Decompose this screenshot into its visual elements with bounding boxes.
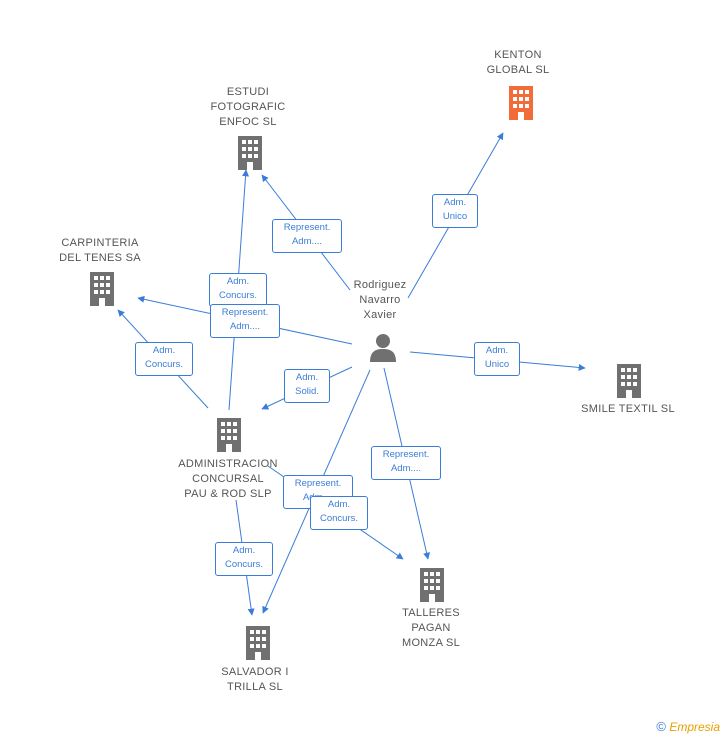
edge-label-talleres-adm-concurs[interactable]: Adm. Concurs. (310, 496, 368, 530)
edge-label-carpinteria-represent[interactable]: Represent. Adm.... (210, 304, 280, 338)
smile-label[interactable]: SMILE TEXTIL SL (581, 403, 675, 415)
edge-label-kenton-adm-unico[interactable]: Adm. Unico (432, 194, 478, 228)
salvador-label[interactable]: SALVADOR I TRILLA SL (221, 666, 289, 693)
brand-name: Empresia (669, 720, 720, 734)
kenton-label[interactable]: KENTON GLOBAL SL (486, 49, 550, 76)
talleres-building-icon[interactable] (416, 566, 448, 602)
brand-watermark: © Empresia (656, 719, 720, 734)
administracion-building-icon[interactable] (213, 416, 245, 452)
estudi-building-icon[interactable] (234, 134, 266, 170)
edge-label-estudi-represent[interactable]: Represent. Adm.... (272, 219, 342, 253)
kenton-building-icon[interactable] (505, 84, 537, 120)
smile-building-icon[interactable] (613, 362, 645, 398)
estudi-label[interactable]: ESTUDI FOTOGRAFIC ENFOC SL (210, 86, 286, 128)
carpinteria-building-icon[interactable] (86, 270, 118, 306)
edge-label-carpinteria-adm-concurs[interactable]: Adm. Concurs. (135, 342, 193, 376)
edge-label-talleres-represent[interactable]: Represent. Adm.... (371, 446, 441, 480)
salvador-building-icon[interactable] (242, 624, 274, 660)
copyright-symbol: © (656, 719, 666, 734)
center-name: Rodriguez Navarro Xavier (353, 279, 407, 321)
talleres-label[interactable]: TALLERES PAGAN MONZA SL (401, 607, 461, 649)
edge-label-salvador-adm-concurs[interactable]: Adm. Concurs. (215, 542, 273, 576)
edge-label-admin-adm-solid[interactable]: Adm. Solid. (284, 369, 330, 403)
person-icon[interactable] (368, 332, 398, 362)
edge-label-smile-adm-unico[interactable]: Adm. Unico (474, 342, 520, 376)
carpinteria-label[interactable]: CARPINTERIA DEL TENES SA (59, 237, 141, 264)
edge-label-estudi-adm-concurs[interactable]: Adm. Concurs. (209, 273, 267, 307)
administracion-label[interactable]: ADMINISTRACION CONCURSAL PAU & ROD SLP (178, 458, 278, 500)
